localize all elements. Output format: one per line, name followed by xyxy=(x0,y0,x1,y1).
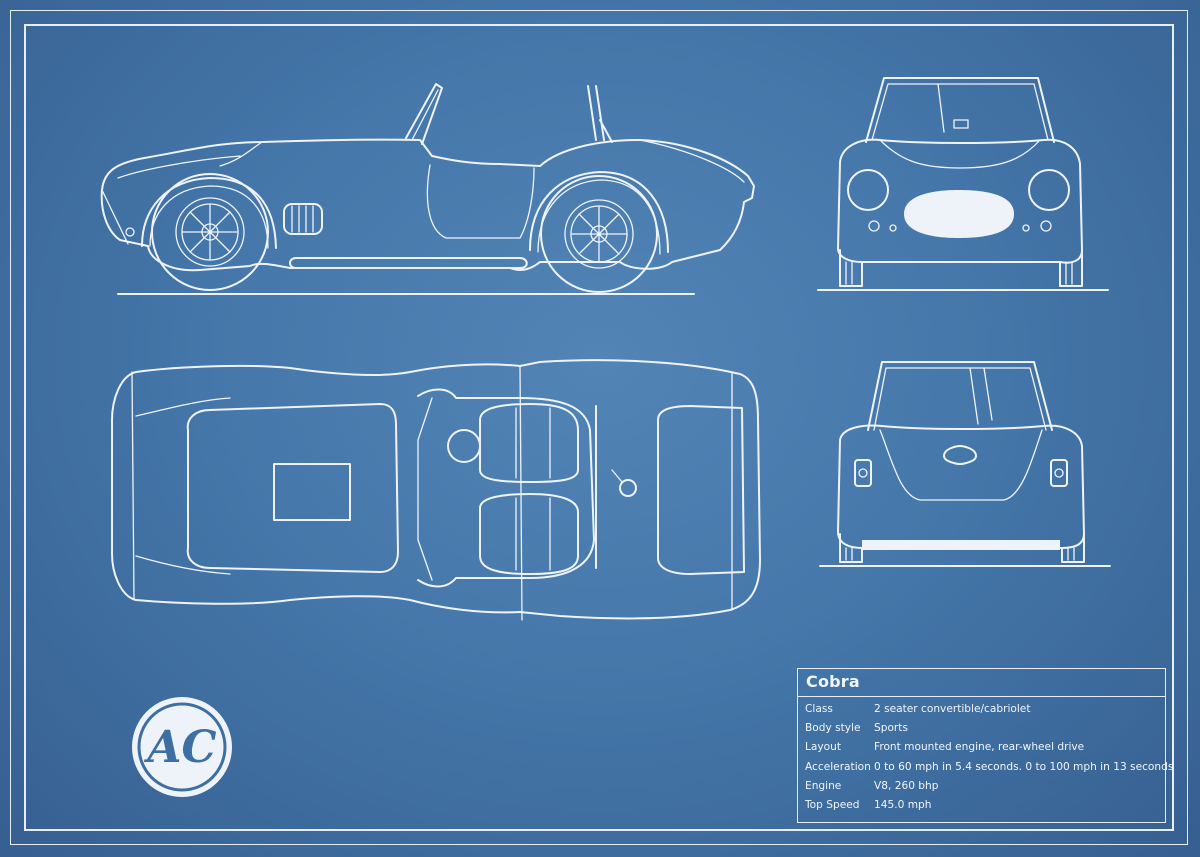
spec-row-top-speed: Top Speed 145.0 mph xyxy=(798,796,1165,815)
inner-frame xyxy=(24,24,1174,831)
spec-value: Sports xyxy=(874,722,908,735)
front-view-drawing xyxy=(817,77,1109,291)
spec-label: Class xyxy=(805,703,833,715)
ac-logo-icon: AC xyxy=(132,697,232,797)
spec-value: 0 to 60 mph in 5.4 seconds. 0 to 100 mph… xyxy=(874,760,1174,773)
rear-view-drawing xyxy=(819,361,1111,567)
spec-value: V8, 260 bhp xyxy=(874,779,939,792)
spec-label: Acceleration xyxy=(805,760,871,773)
side-view-drawing xyxy=(100,83,755,295)
spec-title: Cobra xyxy=(798,669,1165,697)
spec-row-class: Class 2 seater convertible/cabriolet xyxy=(798,700,1165,719)
side-front-wheel xyxy=(151,173,269,291)
spec-label: Engine xyxy=(805,779,842,792)
spec-label: Body style xyxy=(805,722,861,735)
spec-row-layout: Layout Front mounted engine, rear-wheel … xyxy=(798,738,1165,757)
svg-text:AC: AC xyxy=(143,722,216,773)
spec-value: 2 seater convertible/cabriolet xyxy=(874,703,1031,715)
front-grille xyxy=(904,190,1014,238)
spec-label: Layout xyxy=(805,741,842,754)
spec-row-acceleration: Acceleration 0 to 60 mph in 5.4 seconds.… xyxy=(798,758,1173,777)
spec-value: Front mounted engine, rear-wheel drive xyxy=(874,741,1085,754)
side-rear-wheel xyxy=(540,175,658,293)
spec-label: Top Speed xyxy=(805,798,860,811)
spec-value: 145.0 mph xyxy=(874,798,932,811)
outer-frame xyxy=(10,10,1188,845)
spec-sheet: Cobra Class 2 seater convertible/cabriol… xyxy=(797,668,1173,823)
top-body-outline xyxy=(111,359,761,620)
spec-row-engine: Engine V8, 260 bhp xyxy=(798,777,1165,796)
spec-row-body-style: Body style Sports xyxy=(798,719,1165,738)
top-view-drawing xyxy=(111,359,761,621)
